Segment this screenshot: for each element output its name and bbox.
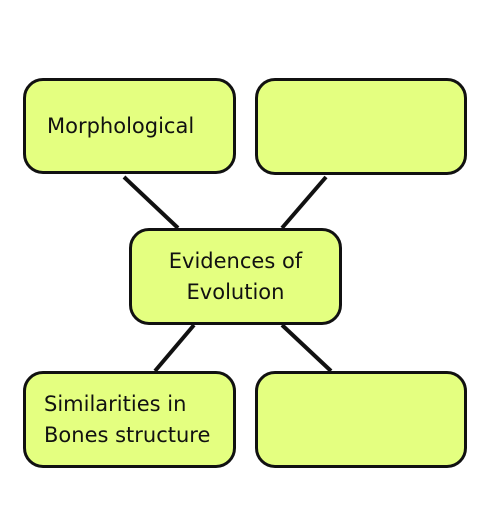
connector-bottom-right: [280, 323, 333, 373]
branch-box-morphological: Morphological: [23, 78, 236, 174]
branch-box-empty-bottom-right: [255, 371, 467, 468]
center-label: Evidences of Evolution: [168, 248, 303, 304]
connector-top-right: [280, 175, 328, 230]
branch-label-morphological: Morphological: [47, 113, 195, 138]
branch-box-empty-top-right: [255, 78, 467, 175]
connector-bottom-left: [153, 323, 196, 373]
connector-top-left: [122, 175, 180, 230]
center-box: Evidences of Evolution: [129, 228, 342, 325]
branch-box-bones-structure: Similarities in Bones structure: [23, 371, 236, 468]
branch-label-bones-structure: Similarities in Bones structure: [44, 391, 211, 447]
